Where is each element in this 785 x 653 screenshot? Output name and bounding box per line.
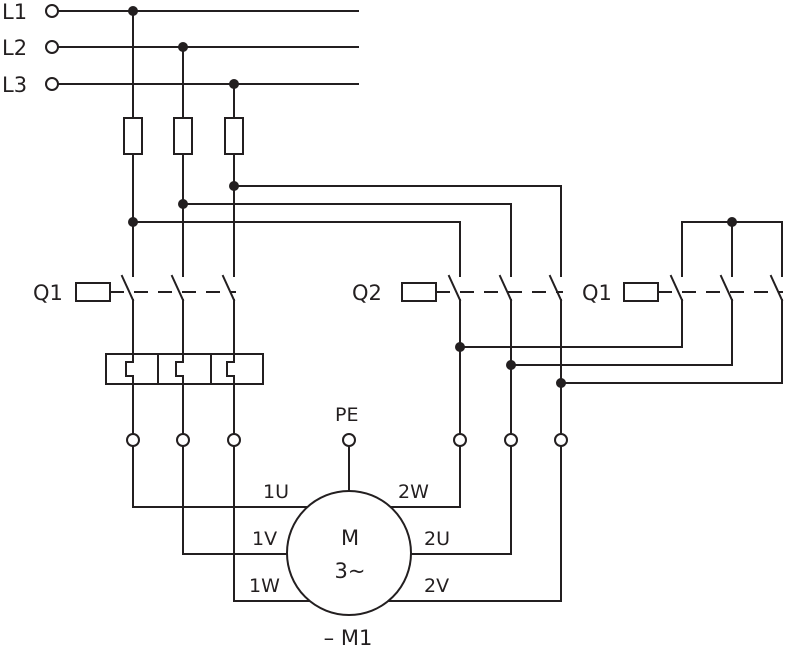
junction-branch-3: [229, 181, 239, 191]
motor-symbol: [286, 490, 412, 616]
fuse-3: [224, 117, 244, 155]
terminal-label-1w: 1W: [249, 575, 280, 597]
contactor-q1-star: Q1: [455, 217, 784, 388]
junction-l1: [128, 6, 138, 16]
label-pe: PE: [335, 404, 358, 426]
terminal-label-2w: 2W: [398, 481, 429, 503]
terminal-label-1v: 1V: [252, 528, 277, 550]
motor-wires: [132, 445, 562, 602]
motor-letter: M: [341, 526, 359, 550]
terminal-l2: [45, 40, 59, 54]
coil-q1-star: [623, 282, 659, 302]
junction-star-point: [727, 217, 737, 227]
label-q1-main: Q1: [33, 281, 63, 305]
fuses: [123, 117, 244, 155]
terminal-l3: [45, 77, 59, 91]
label-l3: L3: [2, 73, 27, 97]
coil-q1-main: [75, 282, 111, 302]
junction-branch-1: [128, 217, 138, 227]
contactor-q1-main: Q1: [33, 274, 236, 355]
fuse-1: [123, 117, 143, 155]
junction-l2: [178, 42, 188, 52]
terminal-1: [126, 433, 140, 447]
overload-relay: [105, 353, 264, 385]
terminal-row: PE: [126, 404, 568, 447]
fuse-to-q1-wires: [132, 153, 235, 277]
coil-q2: [401, 282, 437, 302]
label-l2: L2: [2, 36, 27, 60]
motor-m1: M 3~ – M1 1U 1V 1W 2W 2U 2V: [249, 481, 450, 650]
label-l1: L1: [2, 0, 27, 24]
supply-lines: L1 L2 L3: [2, 0, 359, 97]
contactor-q2: Q2: [352, 274, 563, 435]
q2-supply-branches: [128, 181, 562, 277]
motor-designation: – M1: [324, 626, 373, 650]
terminal-3: [227, 433, 241, 447]
terminal-label-2v: 2V: [424, 575, 449, 597]
junction-branch-2: [178, 199, 188, 209]
terminal-4: [453, 433, 467, 447]
terminal-label-2u: 2U: [424, 528, 450, 550]
junction-star-3: [556, 378, 566, 388]
label-q2: Q2: [352, 281, 382, 305]
terminal-l1: [45, 4, 59, 18]
junction-star-1: [455, 342, 465, 352]
terminal-6: [554, 433, 568, 447]
motor-phases: 3~: [335, 559, 366, 583]
terminal-2: [176, 433, 190, 447]
overload-output-wires: [132, 383, 235, 435]
terminal-pe: [342, 433, 356, 447]
fuse-2: [173, 117, 193, 155]
feed-wires: [128, 6, 239, 119]
terminal-label-1u: 1U: [263, 481, 289, 503]
terminal-5: [504, 433, 518, 447]
junction-star-2: [506, 360, 516, 370]
label-q1-star: Q1: [582, 281, 612, 305]
junction-l3: [229, 79, 239, 89]
